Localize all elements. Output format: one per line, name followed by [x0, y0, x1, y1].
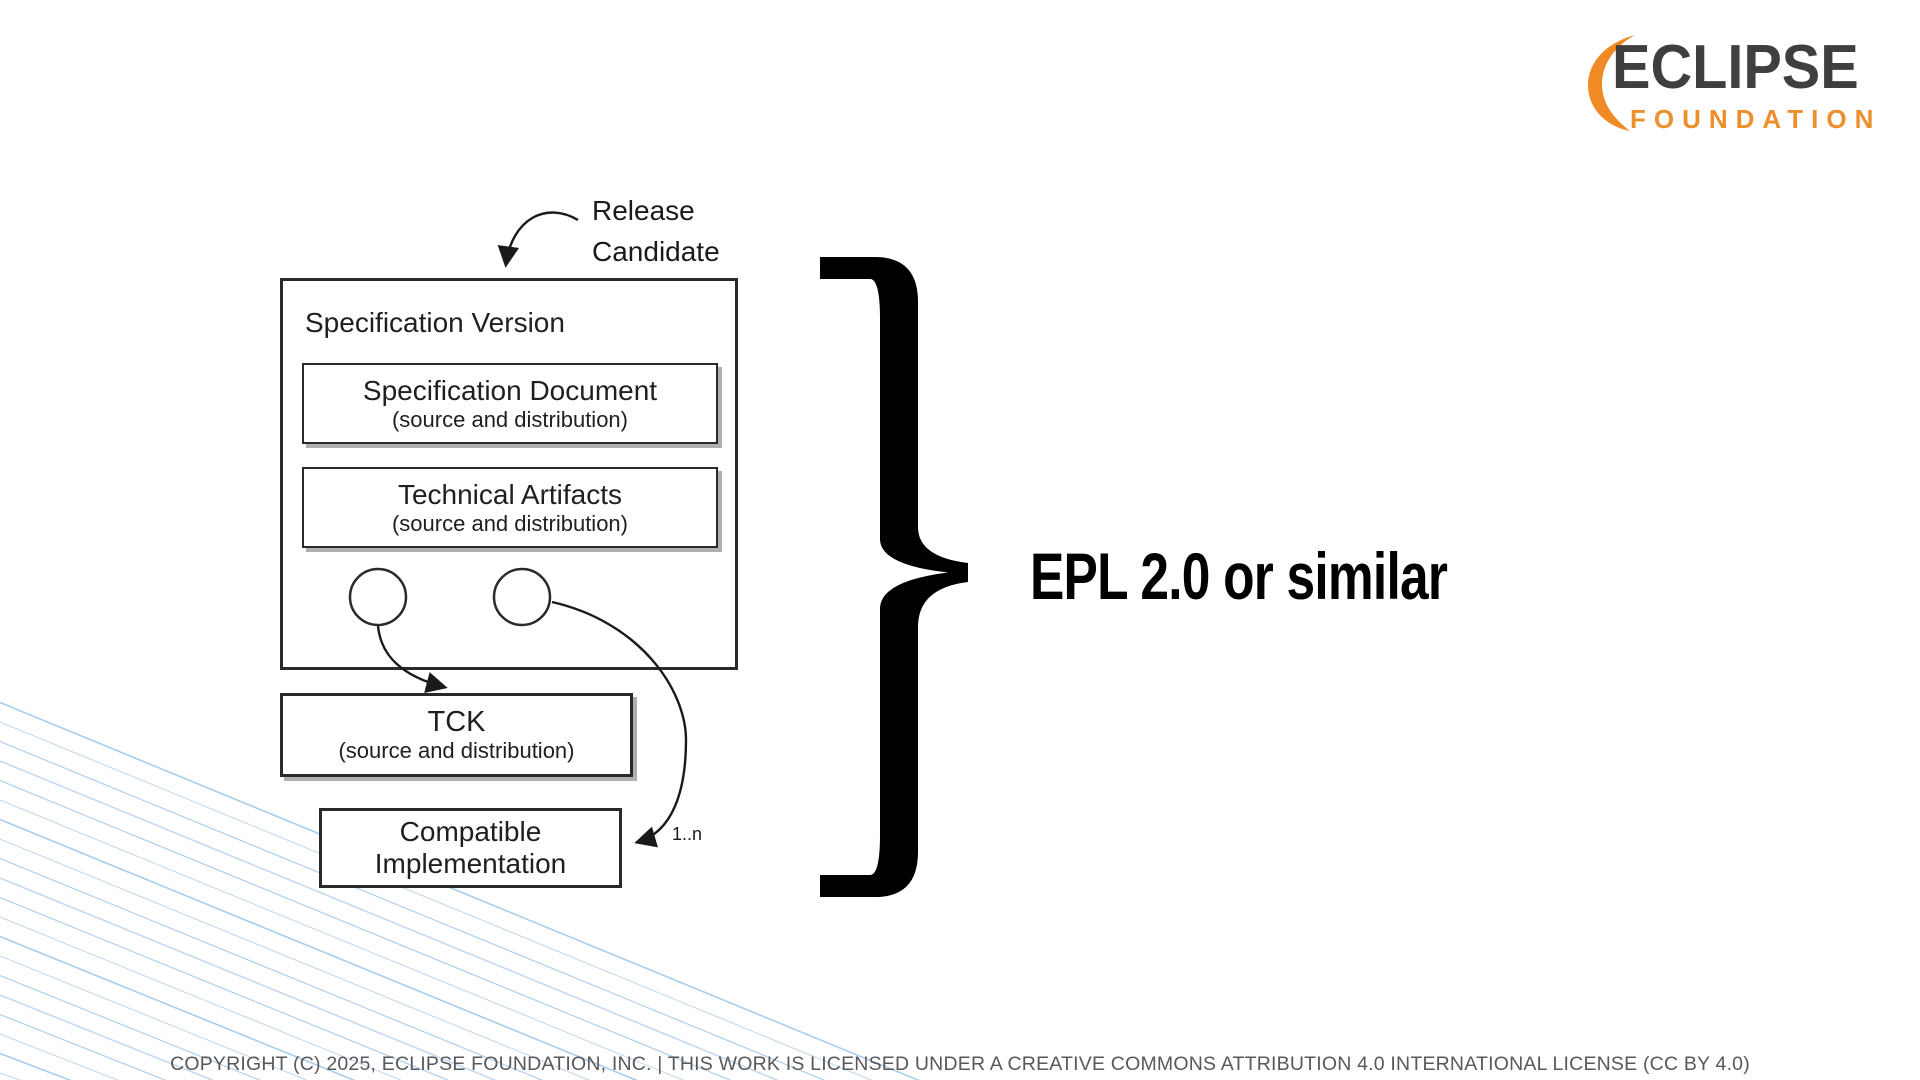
tck-box: TCK (source and distribution) — [280, 693, 633, 777]
eclipse-crescent-icon — [1588, 35, 1635, 131]
curly-brace-shape — [820, 257, 968, 897]
release-candidate-line1: Release — [592, 195, 695, 226]
specification-document-title: Specification Document — [362, 374, 658, 406]
logo-wordmark: ECLIPSE — [1612, 33, 1859, 102]
specification-document-subtitle: (source and distribution) — [391, 406, 628, 432]
swoosh-line — [0, 877, 497, 1080]
specification-version-label: Specification Version — [305, 307, 565, 338]
logo-subtitle: FOUNDATION — [1630, 104, 1882, 134]
curly-brace — [820, 257, 968, 897]
technical-artifacts-box: Technical Artifacts (source and distribu… — [302, 467, 718, 548]
release-candidate-label: Release Candidate — [592, 190, 720, 272]
eclipse-foundation-logo: ECLIPSE FOUNDATION — [1585, 30, 1905, 140]
multiplicity-label: 1..n — [672, 824, 703, 844]
technical-artifacts-subtitle: (source and distribution) — [391, 510, 628, 536]
swoosh-line — [0, 740, 826, 1080]
tck-subtitle: (source and distribution) — [338, 738, 575, 763]
compatible-implementation-line2: Implementation — [374, 848, 567, 879]
release-candidate-line2: Candidate — [592, 236, 720, 267]
swoosh-line — [0, 857, 544, 1080]
release-candidate-arrow — [497, 211, 579, 268]
compatible-implementation-box: Compatible Implementation — [319, 808, 622, 888]
license-annotation: EPL 2.0 or similar — [1030, 539, 1448, 613]
specification-document-box: Specification Document (source and distr… — [302, 363, 718, 444]
compatible-implementation-line1: Compatible — [399, 816, 542, 847]
copyright-footer: COPYRIGHT (C) 2025, ECLIPSE FOUNDATION, … — [170, 1053, 1750, 1075]
tck-title: TCK — [427, 706, 486, 738]
technical-artifacts-title: Technical Artifacts — [397, 478, 623, 510]
